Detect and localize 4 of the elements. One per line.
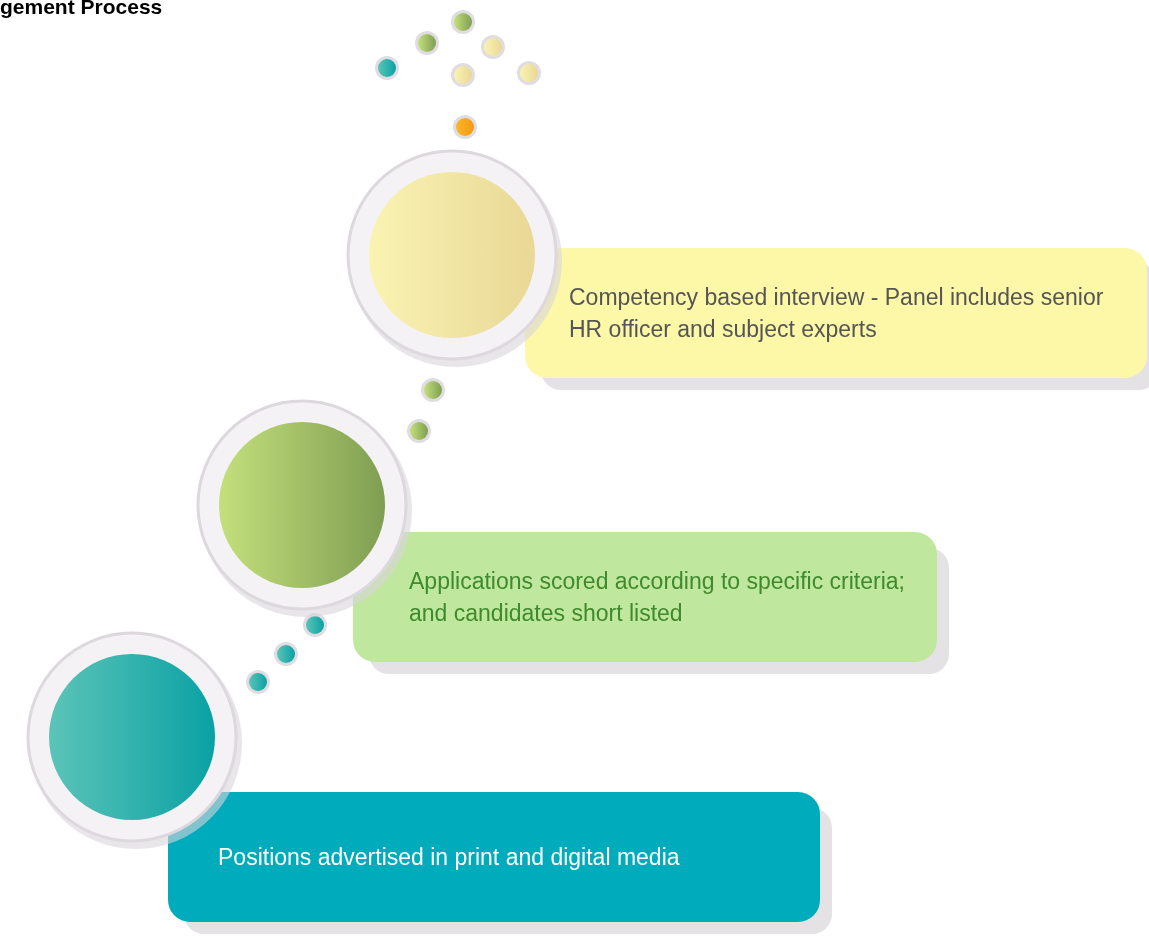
step-text: Positions advertised in print and digital media <box>218 842 680 872</box>
step-text: Competency based interview - Panel includes senior HR officer and subject experts <box>569 282 1105 344</box>
step-text: Applications scored according to specific criteria; and candidates short listed <box>409 566 906 628</box>
title: gement Process <box>0 0 163 19</box>
